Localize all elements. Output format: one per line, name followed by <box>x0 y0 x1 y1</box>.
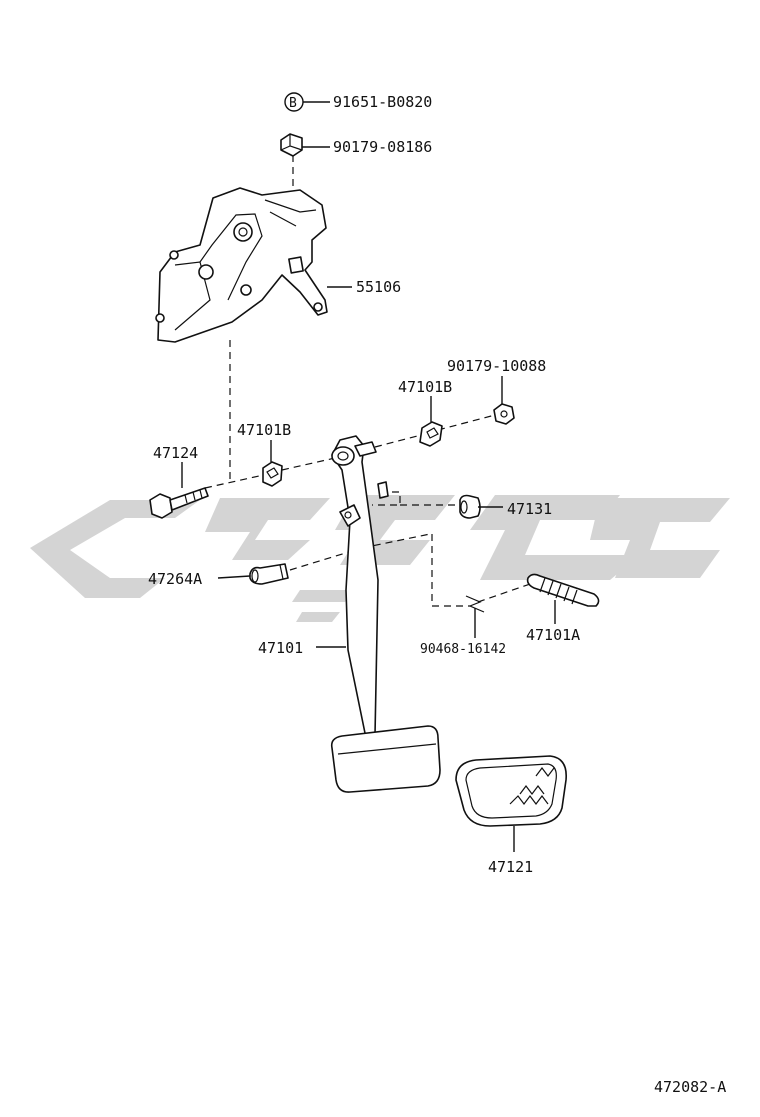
callout-47264a: 47264A <box>148 570 202 588</box>
callout-55106: 55106 <box>356 278 401 296</box>
spring-47101a-icon[interactable] <box>526 573 600 607</box>
callout-47101a: 47101A <box>526 626 580 644</box>
nut-90179-10088-icon[interactable] <box>493 403 515 425</box>
callout-90179-10088: 90179-10088 <box>447 357 546 375</box>
pedal-pad-cover-47121-icon[interactable] <box>455 755 567 827</box>
badge-letter: B <box>289 96 297 111</box>
callout-47101b-right: 47101B <box>398 378 452 396</box>
callout-labels: 91651-B0820 90179-08186 55106 90179-1008… <box>148 93 580 876</box>
watermark-logo <box>30 495 730 622</box>
leader-lines <box>181 101 556 852</box>
callout-47131: 47131 <box>507 500 552 518</box>
bushing-47101b-left-icon[interactable] <box>262 461 283 487</box>
brake-pedal-arm-47101-icon[interactable] <box>331 435 389 739</box>
badge-b-icon[interactable]: B <box>284 92 304 112</box>
clip-90468-16142-icon[interactable] <box>465 595 485 613</box>
bolt-47124-icon[interactable] <box>149 487 209 519</box>
pedal-pad-icon[interactable] <box>330 725 441 793</box>
nut-90179-08186-icon[interactable] <box>280 133 303 157</box>
callout-90468-16142: 90468-16142 <box>420 642 506 657</box>
callout-47124: 47124 <box>153 444 198 462</box>
figure-code: 472082-A <box>654 1078 726 1096</box>
bushing-47101b-right-icon[interactable] <box>419 421 443 447</box>
callout-91651-b0820: 91651-B0820 <box>333 93 432 111</box>
callout-47101: 47101 <box>258 639 303 657</box>
pin-47264a-icon[interactable] <box>249 563 289 585</box>
pin-47131-icon[interactable] <box>459 494 481 519</box>
pedal-bracket-55106-icon[interactable] <box>155 187 328 343</box>
callout-47121: 47121 <box>488 858 533 876</box>
callout-47101b-left: 47101B <box>237 421 291 439</box>
callout-90179-08186: 90179-08186 <box>333 138 432 156</box>
